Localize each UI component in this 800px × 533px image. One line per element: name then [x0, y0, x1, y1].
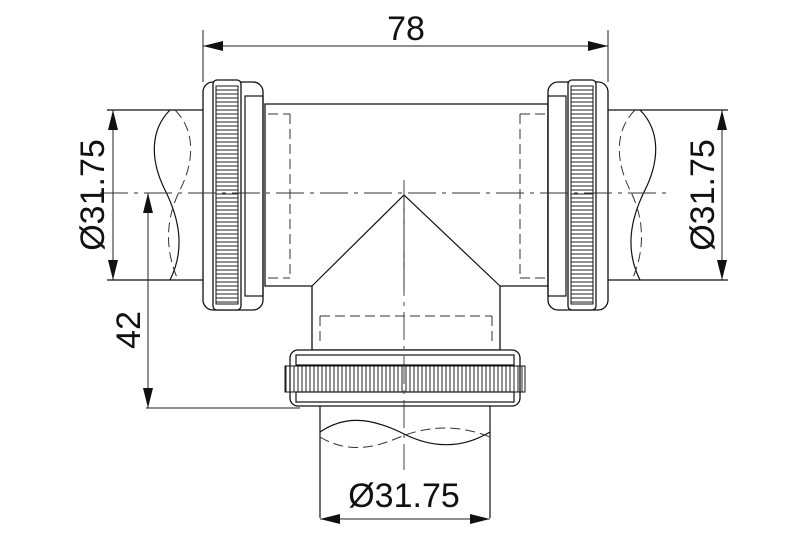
- overall-width-label: 78: [387, 10, 425, 48]
- left-pipe-stub: [107, 109, 205, 281]
- width-extension-lines: [202, 30, 609, 82]
- bottom-diameter-label: Ø31.75: [348, 477, 460, 515]
- right-diameter-dimension: Ø31.75: [684, 110, 727, 280]
- center-lines: [100, 180, 668, 470]
- branch-height-label: 42: [110, 311, 148, 349]
- overall-width-dimension: 78: [203, 10, 608, 51]
- tee-body: [264, 103, 549, 351]
- left-compression-nut: [202, 79, 264, 311]
- left-diameter-dimension: Ø31.75: [74, 110, 118, 280]
- bottom-compression-nut: [284, 349, 526, 407]
- right-compression-nut: [547, 79, 609, 311]
- bottom-diameter-dimension: Ø31.75: [320, 477, 490, 524]
- left-diameter-label: Ø31.75: [74, 139, 112, 251]
- bottom-pipe-stub: [319, 406, 491, 518]
- right-diameter-label: Ø31.75: [684, 139, 722, 251]
- branch-height-dimension: 42: [110, 193, 300, 409]
- right-pipe-stub: [606, 109, 728, 281]
